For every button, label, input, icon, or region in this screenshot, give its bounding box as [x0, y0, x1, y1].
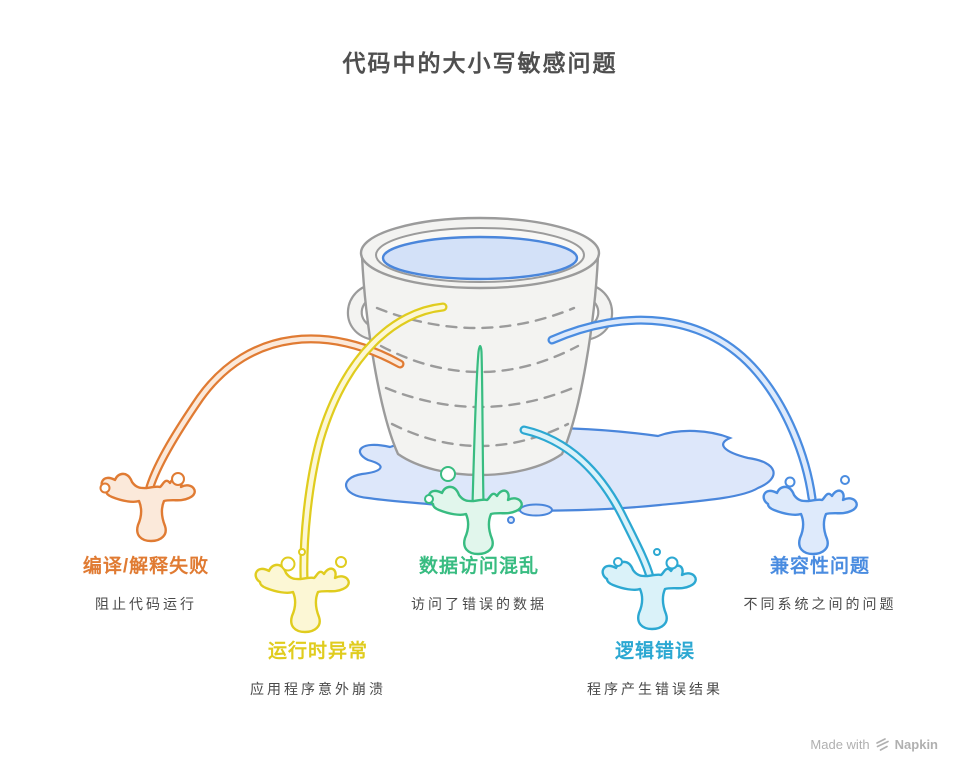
droplet [653, 548, 661, 556]
droplet [280, 556, 296, 572]
category-label: 兼容性问题 [769, 556, 870, 577]
puddle-blob [519, 503, 553, 517]
watermark-brand: Napkin [894, 737, 938, 752]
droplet [424, 494, 434, 504]
droplets-yellow [280, 548, 347, 572]
stream-compatibility [547, 315, 817, 503]
droplets-orange [99, 472, 185, 494]
category-label: 数据访问混乱 [418, 556, 539, 577]
droplet [335, 556, 347, 568]
droplet [298, 548, 306, 556]
stream-runtime-exception [299, 302, 448, 583]
category-description: 阻止代码运行 [95, 596, 197, 612]
label-group-runtime-exception: 运行时异常 应用程序意外崩溃 [250, 636, 386, 699]
label-group-data-access: 数据访问混乱 访问了错误的数据 [411, 551, 547, 614]
puddle-dot [507, 516, 515, 524]
category-description: 程序产生错误结果 [587, 681, 723, 697]
page-title: 代码中的大小写敏感问题 [342, 50, 618, 76]
category-description: 应用程序意外崩溃 [250, 681, 386, 697]
droplet [665, 556, 679, 570]
droplet [440, 466, 456, 482]
droplet [784, 476, 796, 488]
droplets-blue [784, 475, 850, 488]
label-group-compatibility: 兼容性问题 不同系统之间的问题 [744, 551, 897, 614]
stream-core [301, 304, 446, 581]
stream-compile-failure [145, 334, 405, 492]
category-description: 不同系统之间的问题 [743, 596, 897, 612]
droplets-green [424, 466, 456, 504]
droplet [171, 472, 185, 486]
category-description: 访问了错误的数据 [411, 596, 547, 612]
stream-core [521, 427, 653, 580]
label-group-compile-failure: 编译/解释失败 阻止代码运行 [83, 551, 209, 614]
bucket-hoop-2 [379, 344, 580, 374]
droplet [613, 557, 623, 567]
stream-data-access [471, 344, 485, 507]
stream-core [549, 317, 815, 501]
watermark-prefix: Made with [810, 737, 870, 752]
napkin-logo-icon [875, 738, 889, 751]
category-label: 运行时异常 [267, 641, 368, 662]
label-group-logic-error: 逻辑错误 程序产生错误结果 [587, 636, 723, 699]
stream-needle [471, 344, 485, 507]
droplets-cyan [613, 548, 679, 570]
category-label: 编译/解释失败 [82, 556, 210, 577]
stream-logic-error [519, 425, 655, 582]
droplet [840, 475, 850, 485]
water-surface [381, 235, 579, 281]
category-label: 逻辑错误 [614, 641, 695, 662]
napkin-watermark[interactable]: Made with Napkin [810, 737, 938, 752]
droplet [99, 482, 111, 494]
stream-core [147, 336, 403, 490]
